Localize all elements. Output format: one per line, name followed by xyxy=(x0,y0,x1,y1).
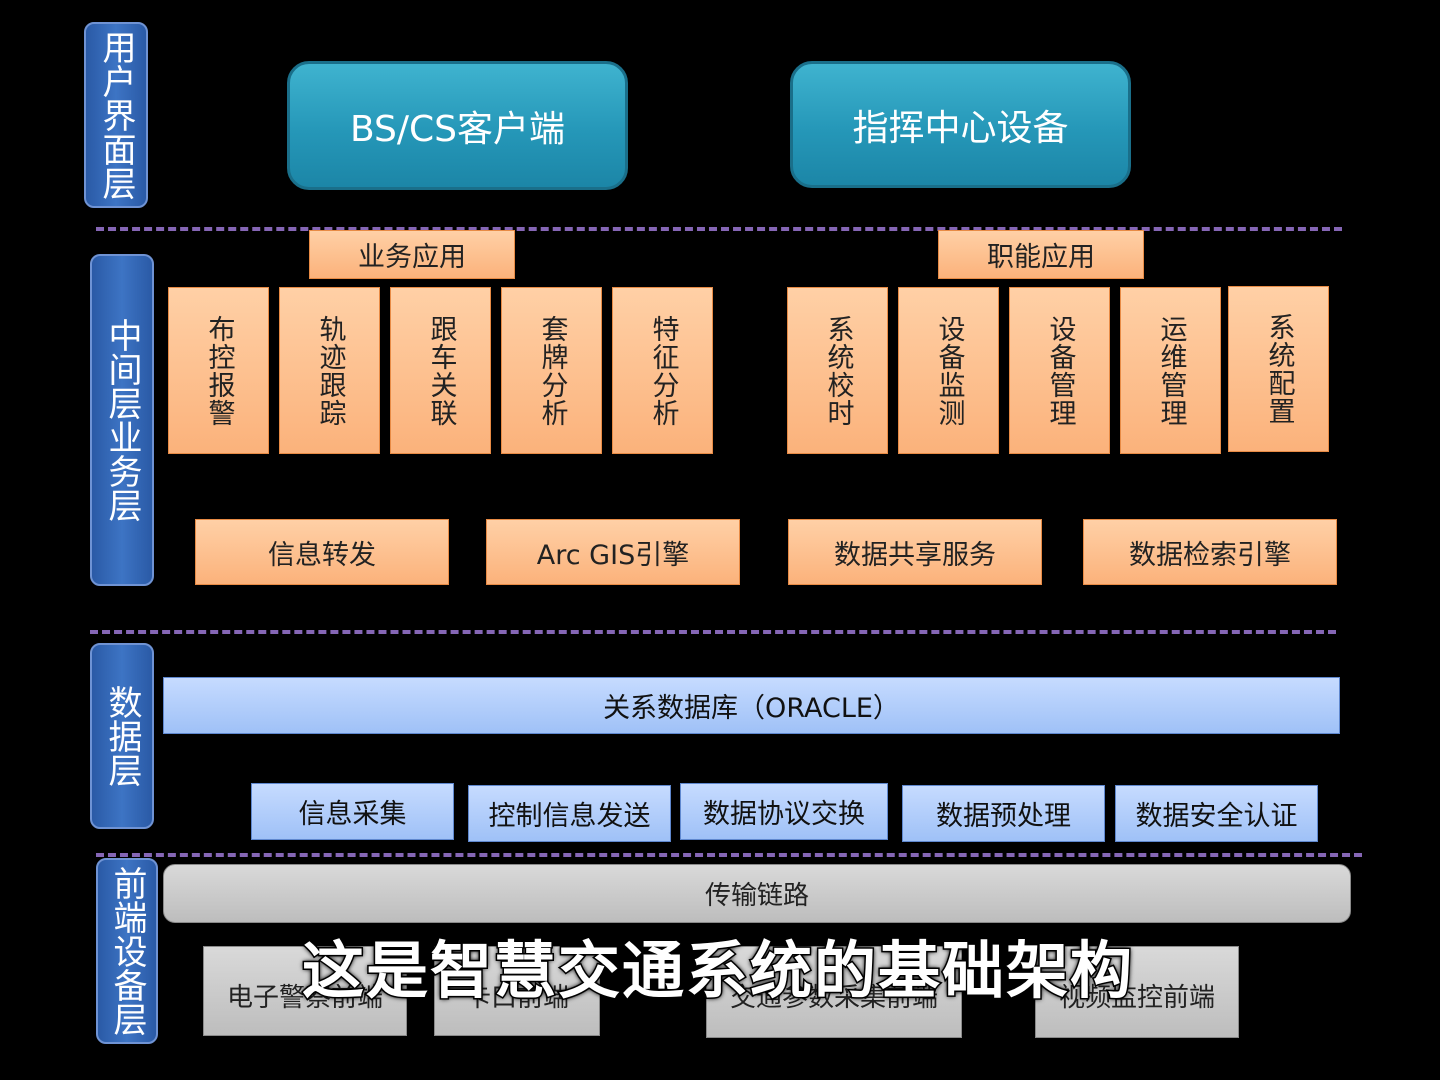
service-box: 数据共享服务 xyxy=(788,519,1042,585)
function-app-label: 设备管理 xyxy=(1044,314,1076,427)
layer-divider xyxy=(96,227,1342,231)
database-box: 关系数据库（ORACLE） xyxy=(163,677,1340,734)
business-app: 特征分析 xyxy=(612,287,713,454)
function-app-label: 设备监测 xyxy=(933,314,965,427)
business-apps-header: 业务应用 xyxy=(309,230,515,279)
function-app: 设备监测 xyxy=(898,287,999,454)
layer-divider xyxy=(90,630,1336,634)
data-module: 控制信息发送 xyxy=(468,785,671,842)
service-box: Arc GIS引擎 xyxy=(486,519,740,585)
business-app-label: 特征分析 xyxy=(647,314,679,427)
function-app: 设备管理 xyxy=(1009,287,1110,454)
layer-label-frontend: 前端设备层 xyxy=(96,858,158,1044)
business-app-label: 轨迹跟踪 xyxy=(314,314,346,427)
function-app: 系统配置 xyxy=(1228,286,1329,452)
data-module: 数据预处理 xyxy=(902,785,1105,842)
business-app: 套牌分析 xyxy=(501,287,602,454)
layer-label-middle: 中间层业务层 xyxy=(90,254,154,586)
client-box: BS/CS客户端 xyxy=(287,61,628,190)
frontend-device: 交通参数采集前端 xyxy=(706,946,962,1038)
function-app: 运维管理 xyxy=(1120,287,1221,454)
layer-divider xyxy=(96,853,1362,857)
function-app: 系统校时 xyxy=(787,287,888,454)
business-app: 布控报警 xyxy=(168,287,269,454)
function-apps-header: 职能应用 xyxy=(938,230,1144,279)
layer-label-ui: 用户界面层 xyxy=(84,22,148,208)
command-center-box: 指挥中心设备 xyxy=(790,61,1131,188)
business-app-label: 布控报警 xyxy=(203,314,235,427)
data-module: 数据安全认证 xyxy=(1115,785,1318,842)
service-box: 数据检索引擎 xyxy=(1083,519,1337,585)
video-subtitle: 这是智慧交通系统的基础架构 xyxy=(300,933,1134,1009)
data-module: 数据协议交换 xyxy=(680,783,888,840)
service-box: 信息转发 xyxy=(195,519,449,585)
business-app: 跟车关联 xyxy=(390,287,491,454)
frontend-device: 电子警察前端 xyxy=(203,946,407,1036)
function-app-label: 运维管理 xyxy=(1155,314,1187,427)
frontend-device: 卡口前端 xyxy=(434,946,600,1036)
function-app-label: 系统配置 xyxy=(1263,313,1295,425)
transport-link: 传输链路 xyxy=(163,864,1351,923)
function-app-label: 系统校时 xyxy=(822,314,854,427)
business-app: 轨迹跟踪 xyxy=(279,287,380,454)
layer-label-data: 数据层 xyxy=(90,643,154,829)
business-app-label: 跟车关联 xyxy=(425,314,457,427)
business-app-label: 套牌分析 xyxy=(536,314,568,427)
data-module: 信息采集 xyxy=(251,783,454,840)
frontend-device: 视频监控前端 xyxy=(1035,946,1239,1038)
